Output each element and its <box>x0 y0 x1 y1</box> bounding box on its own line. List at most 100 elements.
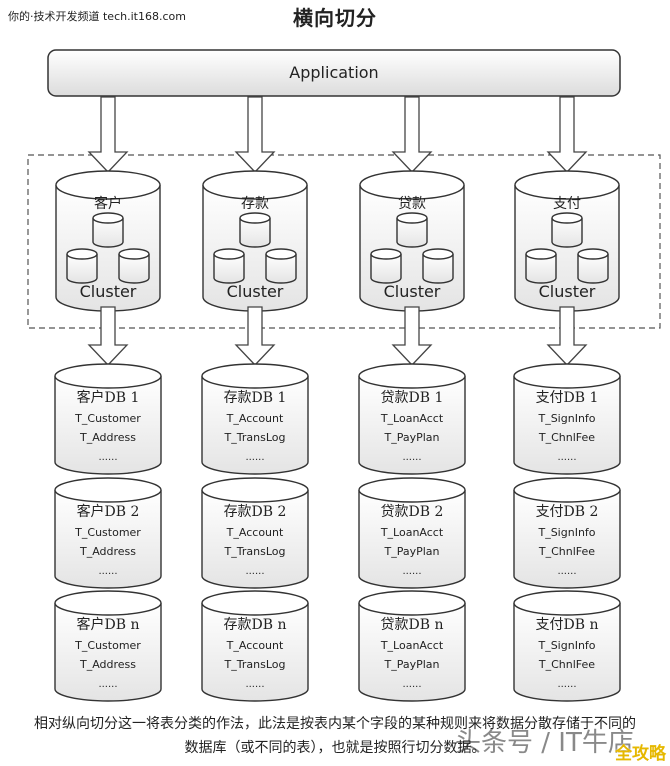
shard-db-0-2-table-2: T_Address <box>79 658 136 671</box>
shard-db-0-0-name: 客户DB 1 <box>77 389 140 406</box>
shard-db-2-2-table-1: T_LoanAcct <box>380 639 444 652</box>
shard-db-3-0-table-1: T_SignInfo <box>537 412 595 425</box>
shard-db-0-2-ellipsis: ...... <box>98 679 117 690</box>
cluster-0-name: 客户 <box>94 195 122 212</box>
shard-db-1-2: 存款DB n T_AccountT_TransLog...... <box>201 590 309 702</box>
shard-db-1-2-table-1: T_Account <box>226 639 284 652</box>
shard-db-1-1-table-2: T_TransLog <box>224 545 286 558</box>
cluster-0-node-top-icon <box>92 212 124 248</box>
shard-db-3-0-table-2: T_ChnlFee <box>538 431 595 444</box>
shard-db-2-0-table-1: T_LoanAcct <box>380 412 444 425</box>
shard-arrow-3 <box>546 306 588 366</box>
shard-db-2-1: 贷款DB 2 T_LoanAcctT_PayPlan...... <box>358 477 466 589</box>
shard-db-2-2-name: 贷款DB n <box>381 617 444 633</box>
shard-db-3-1: 支付DB 2 T_SignInfoT_ChnlFee...... <box>513 477 621 589</box>
shard-db-1-1-name: 存款DB 2 <box>224 504 287 520</box>
app-arrow-1 <box>234 96 276 173</box>
shard-db-2-2-table-2: T_PayPlan <box>383 658 439 671</box>
shard-db-1-2-table-2: T_TransLog <box>224 658 286 671</box>
cluster-3-name: 支付 <box>553 196 581 212</box>
cluster-1: 存款 Cluster <box>202 170 308 312</box>
shard-db-1-2-name: 存款DB n <box>224 617 287 633</box>
shard-db-1-0-table-2: T_TransLog <box>224 431 286 444</box>
shard-db-1-0-ellipsis: ...... <box>245 452 264 463</box>
cluster-2-label: Cluster <box>384 282 441 301</box>
shard-db-3-1-table-1: T_SignInfo <box>537 526 595 539</box>
brand-badge: 全攻略 <box>615 744 666 764</box>
shard-db-2-0-table-2: T_PayPlan <box>383 431 439 444</box>
cluster-1-node-top-icon <box>239 212 271 248</box>
shard-db-2-1-table-2: T_PayPlan <box>383 545 439 558</box>
shard-db-3-2-name: 支付DB n <box>536 617 599 633</box>
shard-db-3-2-table-2: T_ChnlFee <box>538 658 595 671</box>
shard-db-0-0-table-1: T_Customer <box>74 412 141 425</box>
shard-db-2-1-table-1: T_LoanAcct <box>380 526 444 539</box>
shard-arrow-2 <box>391 306 433 366</box>
shard-db-3-0-ellipsis: ...... <box>557 452 576 463</box>
shard-db-0-2: 客户DB n T_CustomerT_Address...... <box>54 590 162 702</box>
page-title: 横向切分 <box>293 6 377 30</box>
shard-db-3-2: 支付DB n T_SignInfoT_ChnlFee...... <box>513 590 621 702</box>
shard-db-2-0-name: 贷款DB 1 <box>381 390 444 406</box>
cluster-2: 贷款 Cluster <box>359 170 465 312</box>
cluster-0: 客户 Cluster <box>55 170 161 312</box>
cluster-2-node-left-icon <box>370 248 402 284</box>
shard-db-0-2-name: 客户DB n <box>77 616 140 633</box>
shard-db-2-1-name: 贷款DB 2 <box>381 504 444 520</box>
shard-db-2-0-ellipsis: ...... <box>402 452 421 463</box>
cluster-0-label: Cluster <box>80 282 137 301</box>
brand-overlay: 头条号 / IT牛店 <box>455 728 634 758</box>
shard-db-1-1-ellipsis: ...... <box>245 566 264 577</box>
cluster-1-label: Cluster <box>227 282 284 301</box>
shard-db-0-2-table-1: T_Customer <box>74 639 141 652</box>
shard-db-0-0-ellipsis: ...... <box>98 452 117 463</box>
shard-db-2-2: 贷款DB n T_LoanAcctT_PayPlan...... <box>358 590 466 702</box>
cluster-3-node-left-icon <box>525 248 557 284</box>
shard-db-0-0: 客户DB 1 T_CustomerT_Address...... <box>54 363 162 475</box>
shard-db-1-2-ellipsis: ...... <box>245 679 264 690</box>
cluster-1-node-left-icon <box>213 248 245 284</box>
shard-db-0-1-table-1: T_Customer <box>74 526 141 539</box>
shard-db-3-2-table-1: T_SignInfo <box>537 639 595 652</box>
shard-db-0-0-table-2: T_Address <box>79 431 136 444</box>
cluster-3-label: Cluster <box>539 282 596 301</box>
shard-db-3-2-ellipsis: ...... <box>557 679 576 690</box>
cluster-2-name: 贷款 <box>398 196 426 212</box>
shard-db-3-0: 支付DB 1 T_SignInfoT_ChnlFee...... <box>513 363 621 475</box>
application-arrows <box>87 96 588 173</box>
cluster-3: 支付 Cluster <box>514 170 620 312</box>
shard-db-3-1-name: 支付DB 2 <box>536 504 599 520</box>
shard-db-3-1-ellipsis: ...... <box>557 566 576 577</box>
shard-db-2-2-ellipsis: ...... <box>402 679 421 690</box>
cluster-to-shard-arrows <box>87 306 588 366</box>
shard-arrow-0 <box>87 306 129 366</box>
cluster-1-name: 存款 <box>241 196 269 212</box>
shard-db-2-1-ellipsis: ...... <box>402 566 421 577</box>
cluster-3-node-right-icon <box>577 248 609 284</box>
shard-db-2-0: 贷款DB 1 T_LoanAcctT_PayPlan...... <box>358 363 466 475</box>
application-label: Application <box>289 63 378 82</box>
app-arrow-0 <box>87 96 129 173</box>
shard-arrow-1 <box>234 306 276 366</box>
cluster-group: 客户 Cluster 存款 Cluster 贷款 Cluster 支付 Cluster <box>55 170 620 312</box>
app-arrow-2 <box>391 96 433 173</box>
cluster-3-node-top-icon <box>551 212 583 248</box>
cluster-2-node-top-icon <box>396 212 428 248</box>
shard-db-3-1-table-2: T_ChnlFee <box>538 545 595 558</box>
shard-db-1-0-table-1: T_Account <box>226 412 284 425</box>
application-bar: Application <box>47 49 621 97</box>
app-arrow-3 <box>546 96 588 173</box>
source-watermark: 你的·技术开发频道 tech.it168.com <box>8 10 186 23</box>
caption-text: 相对纵向切分这一将表分类的作法，此法是按表内某个字段的某种规则来将数据分散存储于… <box>34 716 636 756</box>
shard-db-0-1-name: 客户DB 2 <box>77 503 140 520</box>
cluster-0-node-right-icon <box>118 248 150 284</box>
shard-db-1-1-table-1: T_Account <box>226 526 284 539</box>
cluster-1-node-right-icon <box>265 248 297 284</box>
shard-db-1-1: 存款DB 2 T_AccountT_TransLog...... <box>201 477 309 589</box>
cluster-0-node-left-icon <box>66 248 98 284</box>
shard-db-3-0-name: 支付DB 1 <box>536 390 599 406</box>
shard-db-1-0: 存款DB 1T_AccountT_TransLog...... <box>201 363 309 475</box>
